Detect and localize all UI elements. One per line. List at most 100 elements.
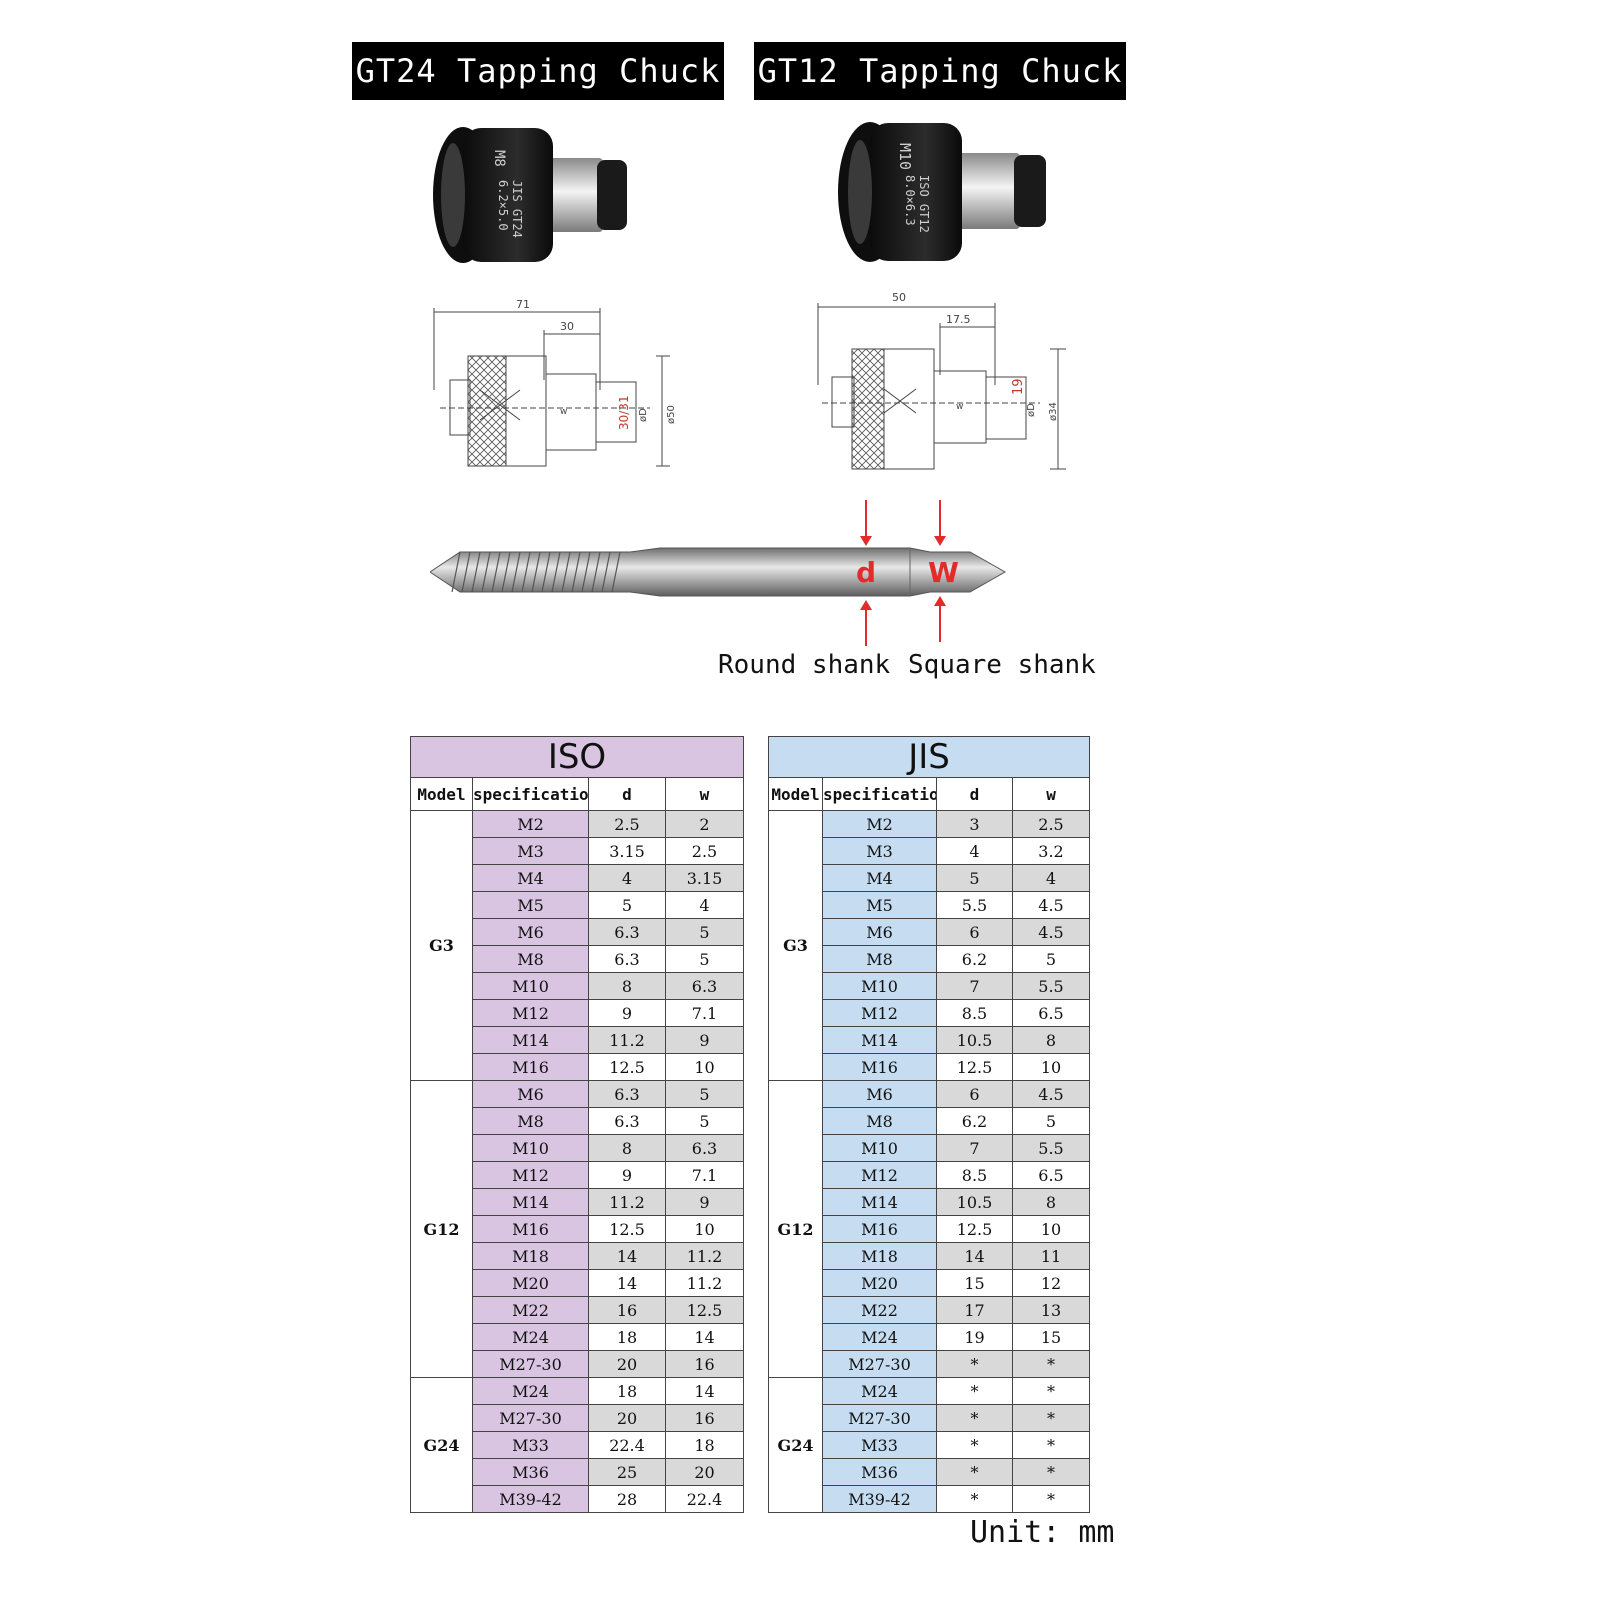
jis-w-cell: 8 [1011, 1188, 1091, 1216]
iso-d-cell: 6.3 [588, 1107, 666, 1135]
jis-spec-cell: M3 [822, 837, 937, 865]
iso-d-cell: 18 [588, 1377, 666, 1405]
jis-model-cell: G3 [768, 810, 823, 1081]
iso-model-cell: G24 [410, 1377, 473, 1513]
jis-d-cell: 8.5 [936, 1161, 1013, 1189]
tap-w-label: W [928, 556, 959, 589]
jis-w-cell: 5.5 [1011, 972, 1091, 1000]
iso-w-cell: 18 [665, 1431, 744, 1459]
iso-spec-cell: M39-42 [472, 1485, 589, 1513]
jis-header-model: Model [768, 777, 823, 811]
gt12-dia-body: ø34 [1048, 402, 1059, 421]
gt12-w-mark: w [956, 402, 963, 412]
iso-w-cell: 9 [665, 1188, 744, 1216]
iso-spec-cell: M12 [472, 1161, 589, 1189]
gt12-chuck-marking: M10 [896, 143, 914, 170]
gt12-chuck-size: 8.0×6.3 [903, 175, 917, 226]
jis-w-cell: 4.5 [1011, 918, 1091, 946]
iso-w-cell: 5 [665, 945, 744, 973]
jis-d-cell: 12.5 [936, 1053, 1013, 1081]
jis-w-cell: 6.5 [1011, 1161, 1091, 1189]
iso-d-cell: 12.5 [588, 1215, 666, 1243]
iso-d-cell: 6.3 [588, 945, 666, 973]
jis-w-cell: * [1011, 1404, 1091, 1432]
arrow-round-shank-bottom [860, 600, 872, 646]
iso-d-cell: 28 [588, 1485, 666, 1513]
iso-spec-cell: M24 [472, 1377, 589, 1405]
iso-spec-cell: M18 [472, 1242, 589, 1270]
iso-d-cell: 9 [588, 999, 666, 1027]
iso-d-cell: 16 [588, 1296, 666, 1324]
jis-d-cell: * [936, 1377, 1013, 1405]
jis-w-cell: 2.5 [1011, 810, 1091, 838]
jis-w-cell: 10 [1011, 1215, 1091, 1243]
jis-d-cell: 15 [936, 1269, 1013, 1297]
gt24-chuck-std: JIS GT24 [510, 180, 524, 238]
iso-d-cell: 14 [588, 1242, 666, 1270]
square-shank-label: Square shank [908, 650, 1096, 680]
iso-w-cell: 20 [665, 1458, 744, 1486]
iso-d-cell: 14 [588, 1269, 666, 1297]
iso-d-cell: 20 [588, 1350, 666, 1378]
jis-d-cell: * [936, 1485, 1013, 1513]
iso-w-cell: 22.4 [665, 1485, 744, 1513]
iso-w-cell: 9 [665, 1026, 744, 1054]
jis-w-cell: 5 [1011, 945, 1091, 973]
jis-spec-cell: M14 [822, 1188, 937, 1216]
jis-spec-cell: M6 [822, 918, 937, 946]
jis-w-cell: 4 [1011, 864, 1091, 892]
iso-w-cell: 5 [665, 1080, 744, 1108]
jis-d-cell: 6 [936, 918, 1013, 946]
jis-spec-cell: M33 [822, 1431, 937, 1459]
jis-spec-cell: M27-30 [822, 1404, 937, 1432]
iso-w-cell: 6.3 [665, 1134, 744, 1162]
jis-spec-cell: M16 [822, 1215, 937, 1243]
iso-d-cell: 9 [588, 1161, 666, 1189]
gt12-chuck-photo: M10 ISO GT12 8.0×6.3 [838, 122, 1046, 262]
jis-spec-cell: M18 [822, 1242, 937, 1270]
table-row: M39-42** [769, 1485, 1091, 1513]
gt12-dia-d: øD [1026, 403, 1037, 417]
iso-spec-cell: M4 [472, 864, 589, 892]
iso-spec-cell: M10 [472, 972, 589, 1000]
jis-d-cell: 17 [936, 1296, 1013, 1324]
jis-spec-cell: M27-30 [822, 1350, 937, 1378]
jis-w-cell: 3.2 [1011, 837, 1091, 865]
jis-d-cell: 5 [936, 864, 1013, 892]
iso-d-cell: 18 [588, 1323, 666, 1351]
iso-w-cell: 12.5 [665, 1296, 744, 1324]
jis-d-cell: * [936, 1458, 1013, 1486]
iso-spec-cell: M16 [472, 1053, 589, 1081]
jis-spec-cell: M24 [822, 1377, 937, 1405]
iso-w-cell: 5 [665, 918, 744, 946]
jis-d-cell: 7 [936, 972, 1013, 1000]
iso-spec-cell: M27-30 [472, 1404, 589, 1432]
arrow-square-shank-bottom [934, 596, 946, 642]
iso-w-cell: 14 [665, 1323, 744, 1351]
iso-w-cell: 2 [665, 810, 744, 838]
jis-spec-cell: M8 [822, 945, 937, 973]
jis-w-cell: * [1011, 1485, 1091, 1513]
gt24-dia-body: ø50 [666, 405, 677, 424]
